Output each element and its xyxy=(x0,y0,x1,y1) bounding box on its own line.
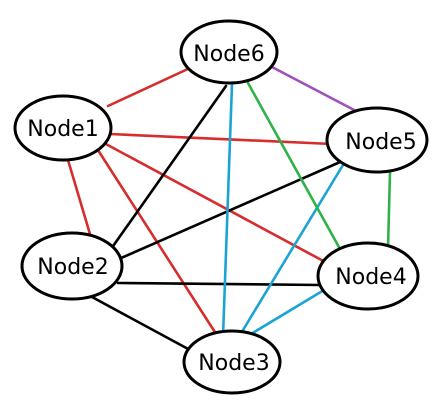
node-node4: Node4 xyxy=(316,241,420,311)
edge-node6-node5 xyxy=(270,65,358,113)
node-node3-label: Node3 xyxy=(198,351,269,376)
node-node2-label: Node2 xyxy=(37,255,108,280)
node-node5: Node5 xyxy=(325,106,429,174)
edge-node2-node4 xyxy=(116,281,322,287)
edge-node4-node3 xyxy=(244,282,336,339)
node-node4-label: Node4 xyxy=(335,265,406,290)
nodes-layer: Node1 Node2 Node3 Node4 Node5 Node6 xyxy=(13,19,429,395)
edge-node2-node5 xyxy=(110,157,349,264)
node-node2: Node2 xyxy=(20,231,124,301)
node-node1-ellipse xyxy=(13,94,113,162)
edge-node2-node6 xyxy=(109,84,228,251)
node-node3: Node3 xyxy=(182,329,282,395)
node-node6-ellipse xyxy=(179,19,279,85)
node-node1-label: Node1 xyxy=(27,117,98,142)
node-node6-label: Node6 xyxy=(193,42,264,67)
edge-node1-node6 xyxy=(106,66,192,108)
edge-node1-node4 xyxy=(102,141,329,265)
edge-node1-node5 xyxy=(108,132,334,146)
edge-node5-node3 xyxy=(238,158,348,337)
node-node5-ellipse xyxy=(325,106,429,174)
node-node4-ellipse xyxy=(316,241,420,311)
node-node5-label: Node5 xyxy=(345,130,416,155)
node-node6: Node6 xyxy=(179,19,279,85)
edges-layer xyxy=(66,65,392,352)
node-node1: Node1 xyxy=(13,94,113,162)
edge-node6-node3 xyxy=(221,82,234,339)
edge-node6-node4 xyxy=(246,81,347,260)
edge-node1-node3 xyxy=(94,145,222,342)
edge-node5-node4 xyxy=(386,170,392,250)
node-node2-ellipse xyxy=(20,231,124,301)
node-node3-ellipse xyxy=(182,329,282,395)
edge-node2-node3 xyxy=(90,295,192,352)
